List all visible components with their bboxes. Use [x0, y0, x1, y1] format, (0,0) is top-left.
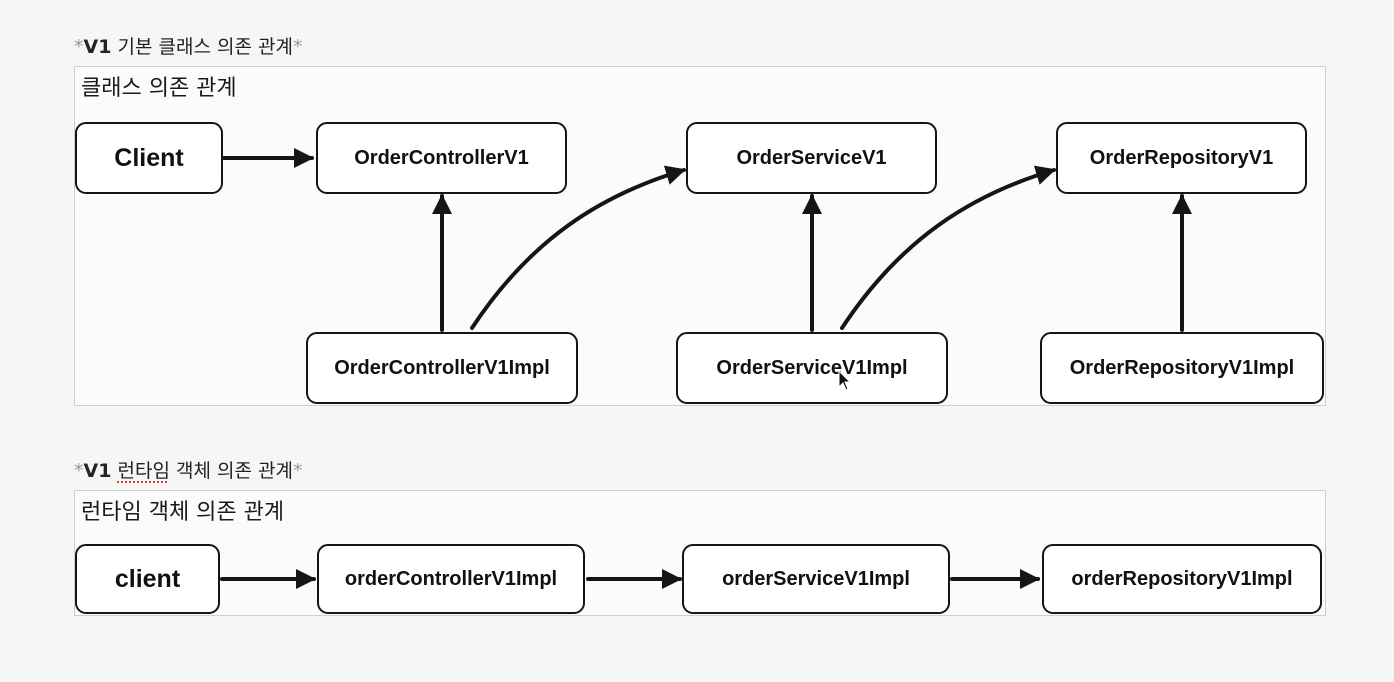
heading-asterisk-close: *: [292, 36, 303, 58]
heading-asterisk-close: *: [292, 460, 303, 482]
service-impl-node: OrderServiceV1Impl: [676, 332, 948, 404]
repository-impl-node: OrderRepositoryV1Impl: [1040, 332, 1324, 404]
heading-text: 기본 클래스 의존 관계: [117, 36, 293, 58]
controller-impl-node: OrderControllerV1Impl: [306, 332, 578, 404]
service-interface-node: OrderServiceV1: [686, 122, 937, 194]
client-class-node: Client: [75, 122, 223, 194]
runtime-section-heading: *V1 런타임 객체 의존 관계*: [74, 456, 302, 483]
repository-impl-object-node: orderRepositoryV1Impl: [1042, 544, 1322, 614]
spellcheck-word: 런타임: [117, 460, 170, 482]
heading-version: V1: [83, 36, 112, 58]
heading-version: V1: [83, 460, 112, 482]
controller-impl-object-node: orderControllerV1Impl: [317, 544, 585, 614]
class-section-heading: *V1 기본 클래스 의존 관계*: [74, 32, 302, 59]
panel-title: 런타임 객체 의존 관계: [81, 500, 285, 525]
heading-asterisk: *: [74, 460, 84, 482]
client-object-node: client: [75, 544, 220, 614]
service-impl-object-node: orderServiceV1Impl: [682, 544, 950, 614]
mouse-pointer-icon: [838, 370, 852, 391]
heading-text: 객체 의존 관계: [175, 460, 293, 482]
repository-interface-node: OrderRepositoryV1: [1056, 122, 1307, 194]
panel-title: 클래스 의존 관계: [81, 76, 237, 101]
heading-asterisk: *: [74, 36, 84, 58]
controller-interface-node: OrderControllerV1: [316, 122, 567, 194]
